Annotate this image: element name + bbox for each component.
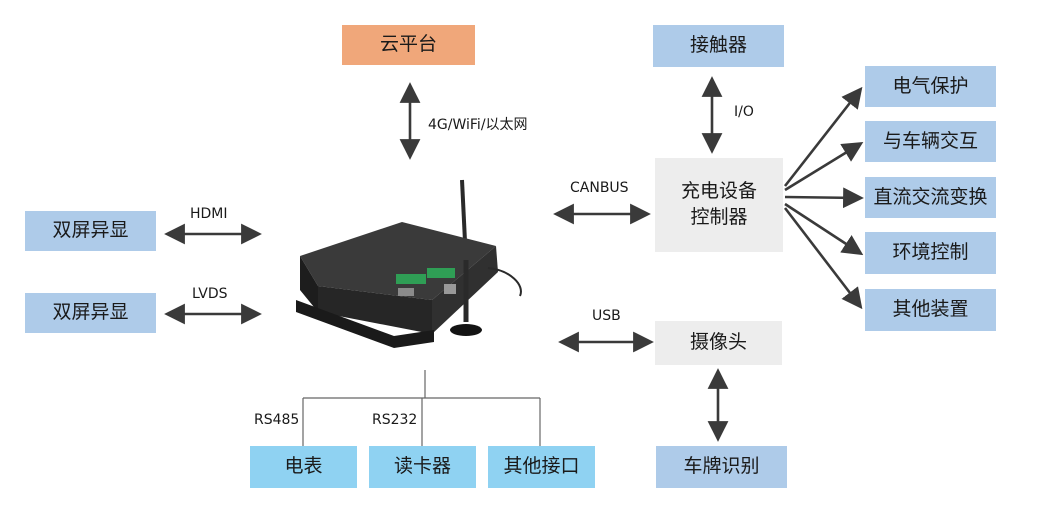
io-link-label: I/O [734, 104, 754, 120]
vehicle-interaction-node: 与车辆交互 [865, 121, 996, 162]
usb-link-label: USB [592, 308, 621, 324]
camera-label: 摄像头 [689, 331, 747, 354]
environment-control-label: 环境控制 [892, 241, 969, 264]
plate-recognition-label: 车牌识别 [683, 455, 760, 478]
other-devices-node: 其他装置 [865, 289, 996, 331]
card-reader-label: 读卡器 [393, 455, 451, 478]
other-interface-node: 其他接口 [488, 446, 595, 488]
camera-node: 摄像头 [655, 321, 782, 365]
controller-label-line1: 充电设备 [680, 180, 757, 203]
charging-controller-node: 充电设备 控制器 [655, 158, 783, 252]
lvds-link-label: LVDS [192, 286, 228, 302]
controller-label-line2: 控制器 [690, 206, 748, 228]
dc-ac-conversion-label: 直流交流变换 [873, 185, 988, 208]
canbus-link-label: CANBUS [570, 180, 629, 196]
rs232-link-label: RS232 [372, 412, 418, 428]
other-devices-label: 其他装置 [892, 298, 969, 321]
fan-arrow-1 [783, 86, 863, 187]
network-link-label: 4G/WiFi/以太网 [428, 117, 528, 133]
environment-control-node: 环境控制 [865, 232, 996, 274]
plate-recognition-node: 车牌识别 [656, 446, 787, 488]
fan-arrow-2 [784, 141, 864, 192]
card-reader-node: 读卡器 [369, 446, 476, 488]
meter-label: 电表 [284, 455, 323, 478]
dual-screen-label-2: 双屏异显 [52, 301, 129, 324]
electrical-protection-node: 电气保护 [865, 66, 996, 107]
dual-screen-label-1: 双屏异显 [52, 219, 129, 242]
serial-tree [302, 370, 541, 446]
hdmi-link-label: HDMI [190, 206, 228, 222]
contactor-label: 接触器 [689, 34, 747, 57]
vehicle-interaction-label: 与车辆交互 [882, 129, 978, 152]
rs485-link-label: RS485 [254, 412, 300, 428]
controller-device-image [296, 179, 522, 348]
electrical-protection-label: 电气保护 [892, 74, 969, 97]
cloud-platform-label: 云平台 [379, 33, 437, 56]
dc-ac-conversion-node: 直流交流变换 [865, 177, 996, 218]
dual-screen-node-2: 双屏异显 [25, 293, 156, 333]
meter-node: 电表 [250, 446, 357, 488]
fan-arrow-4 [784, 202, 864, 256]
dual-screen-node-1: 双屏异显 [25, 211, 156, 251]
fan-arrow-3 [784, 187, 864, 209]
cloud-platform-node: 云平台 [342, 25, 475, 65]
contactor-node: 接触器 [653, 25, 784, 67]
fan-arrow-5 [783, 207, 863, 310]
other-interface-label: 其他接口 [503, 455, 580, 478]
